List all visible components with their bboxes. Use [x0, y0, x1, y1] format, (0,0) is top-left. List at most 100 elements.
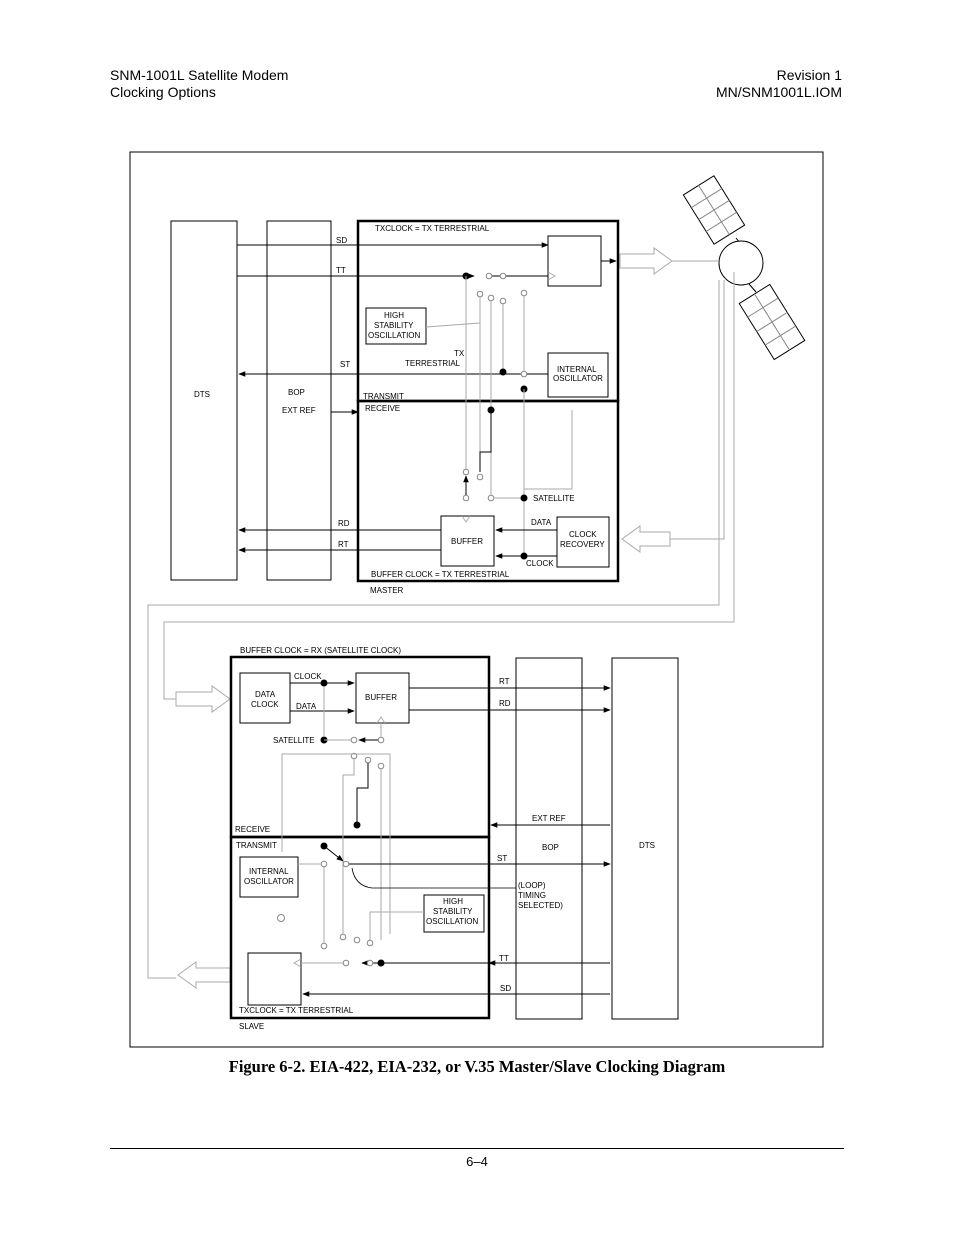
slave-tx-contact	[339, 933, 347, 941]
slave-bop-box	[515, 657, 583, 1020]
master-data-label: DATA	[531, 518, 552, 527]
slave-spare-contact	[277, 914, 285, 922]
slave-st-switch-contact	[320, 860, 328, 868]
slave-high-stability-line1: HIGH	[443, 897, 463, 906]
slave-selector-contact	[364, 756, 372, 764]
slave-satellite-label: SATELLITE	[273, 736, 315, 745]
master-tt-label: TT	[336, 266, 346, 275]
section-title: Clocking Options	[110, 84, 216, 100]
satellite-icon	[682, 175, 806, 361]
slave-loop-timing-line1: (LOOP)	[518, 881, 546, 890]
slave-sd-label: SD	[500, 984, 511, 993]
master-st-label: ST	[340, 360, 350, 369]
header-left: SNM-1001L Satellite Modem Clocking Optio…	[110, 67, 288, 101]
slave-data-clock-line2: CLOCK	[251, 700, 279, 709]
figure-frame	[129, 151, 824, 1048]
slave-st-contact	[342, 860, 350, 868]
master-bop-label: BOP	[288, 388, 305, 397]
slave-data-label: DATA	[296, 702, 317, 711]
slave-data-clock-box	[239, 672, 291, 724]
master-rx-contact	[476, 473, 484, 481]
master-receive-box	[356, 399, 620, 583]
master-rx-contact	[487, 494, 495, 502]
slave-ext-ref-node	[353, 821, 361, 829]
slave-selector-contact	[377, 762, 385, 770]
slave-txclock-label: TXCLOCK = TX TERRESTRIAL	[239, 1006, 354, 1015]
master-transmit-label: TRANSMIT	[363, 392, 404, 401]
slave-dts-box	[611, 657, 679, 1020]
slave-transmit-box	[229, 835, 491, 1020]
master-tx-terrestrial-line1: TX	[454, 349, 465, 358]
slave-internal-osc-line2: OSCILLATOR	[244, 877, 294, 886]
revision: Revision 1	[776, 67, 842, 83]
master-txclock-label: TXCLOCK = TX TERRESTRIAL	[375, 224, 490, 233]
slave-bop-label: BOP	[542, 843, 559, 852]
slave-loop-timing-line3: SELECTED)	[518, 901, 563, 910]
master-satellite-wire	[524, 410, 573, 490]
slave-tt-contact	[366, 959, 374, 967]
slave-st-switch-blade	[323, 845, 344, 862]
slave-rd-label: RD	[499, 699, 511, 708]
slave-satellite-loop-wire	[282, 753, 391, 934]
slave-ext-ref-label: EXT REF	[532, 814, 566, 823]
master-section: DTS BOP EXT REF SD TXCLOCK = TX TERRESTR…	[170, 219, 620, 595]
slave-tt-contact	[342, 959, 350, 967]
master-tx-terrestrial-line2: TERRESTRIAL	[405, 359, 461, 368]
slave-receive-label: RECEIVE	[235, 825, 270, 834]
master-dts-box	[170, 220, 238, 581]
slave-high-stability-line3: OSCILLATION	[426, 917, 479, 926]
slave-buffer-box	[355, 672, 410, 724]
slave-dts-label: DTS	[639, 841, 655, 850]
slave-st-label: ST	[497, 854, 507, 863]
slave-uplink-arrow	[177, 961, 231, 989]
slave-buffer-clock-marker	[376, 716, 386, 724]
slave-downlink-wire	[163, 272, 735, 700]
slave-loop-timing-wire	[351, 867, 516, 889]
master-st-node	[499, 368, 507, 376]
slave-clock-node	[320, 679, 328, 687]
slave-high-stability-line2: STABILITY	[433, 907, 473, 916]
downlink-wire	[670, 280, 725, 540]
slave-transmit-label: TRANSMIT	[236, 841, 277, 850]
master-selector-contact	[520, 289, 528, 297]
master-clock-recovery-box	[556, 516, 610, 568]
master-internal-osc-line2: OSCILLATOR	[553, 374, 603, 383]
slave-modulator-clock-marker	[292, 958, 302, 968]
master-satellite-node	[520, 494, 528, 502]
document-title: SNM-1001L Satellite Modem	[110, 67, 289, 83]
slave-buffer-label: BUFFER	[365, 693, 397, 702]
slave-data-clock-line1: DATA	[255, 690, 276, 699]
slave-modulator-box	[247, 952, 302, 1006]
footer-rule	[110, 1148, 844, 1149]
master-modulator-box	[547, 235, 602, 287]
slave-selector-wire	[342, 759, 355, 936]
slave-rt-label: RT	[499, 677, 510, 686]
slave-high-stability-wire	[369, 911, 424, 940]
master-high-stability-line1: HIGH	[384, 311, 404, 320]
master-ext-ref-label: EXT REF	[282, 406, 316, 415]
slave-selector-contact	[350, 736, 358, 744]
slave-internal-oscillator-box	[239, 856, 299, 898]
slave-tt-label: TT	[499, 954, 509, 963]
slave-downlink-arrow	[175, 685, 231, 713]
master-uplink-arrow	[619, 247, 673, 275]
slave-selector-wire	[356, 763, 369, 825]
master-clock-label: CLOCK	[526, 559, 554, 568]
slave-section: BUFFER CLOCK = RX (SATELLITE CLOCK) DATA…	[229, 646, 679, 1031]
master-buffer-clock-marker	[461, 515, 471, 523]
slave-tx-contact	[366, 939, 374, 947]
master-buffer-label: BUFFER	[451, 537, 483, 546]
master-st-contact	[520, 370, 528, 378]
figure-caption: Figure 6-2. EIA-422, EIA-232, or V.35 Ma…	[228, 1057, 726, 1076]
satellite-to-slave-wire	[147, 280, 720, 979]
master-clock-node	[520, 552, 528, 560]
master-high-stability-line3: OSCILLATION	[368, 331, 421, 340]
master-sd-label: SD	[336, 236, 347, 245]
master-tt-switch-contact	[485, 272, 493, 280]
master-internal-oscillator-box	[547, 352, 609, 398]
master-rt-label: RT	[338, 540, 349, 549]
master-high-stability-box	[365, 307, 427, 345]
slave-loop-timing-line2: TIMING	[518, 891, 546, 900]
master-modulator-clock-marker	[547, 271, 557, 281]
